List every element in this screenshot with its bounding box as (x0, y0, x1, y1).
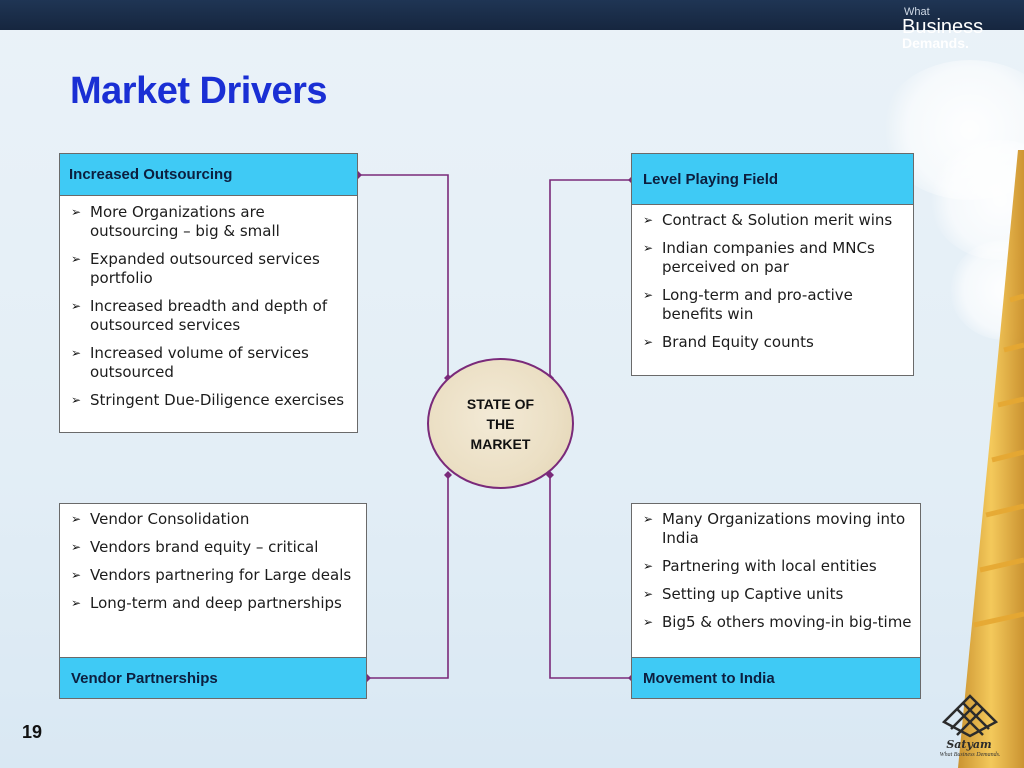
arrow-bullet-icon: ➢ (643, 241, 654, 255)
slide-title: Market Drivers (70, 70, 328, 112)
level-playing-field-box: ➢Contract & Solution merit wins ➢Indian … (631, 204, 914, 376)
page-number: 19 (22, 722, 43, 742)
arrow-bullet-icon: ➢ (643, 587, 654, 601)
movement-to-india-box: ➢Many Organizations moving into India ➢P… (631, 503, 921, 658)
level-playing-field-header: Level Playing Field (631, 153, 914, 205)
arrow-bullet-icon: ➢ (71, 205, 82, 219)
bullet-item: ➢Setting up Captive units (643, 585, 844, 603)
vendor-partnerships-header: Vendor Partnerships (59, 657, 367, 699)
arrow-bullet-icon: ➢ (643, 288, 654, 302)
bullet-item: ➢Partnering with local entities (643, 557, 877, 575)
arrow-bullet-icon: ➢ (71, 393, 82, 407)
bullet-item: ➢Brand Equity counts (643, 333, 814, 351)
top-bar (0, 0, 1024, 30)
vendor-partnerships-box: ➢Vendor Consolidation ➢Vendors brand equ… (59, 503, 367, 658)
brand-tagline: What Business Demands. (902, 6, 1012, 50)
logo-name: Satyam (946, 738, 992, 751)
arrow-bullet-icon: ➢ (643, 615, 654, 629)
bullet-item: ➢Indian companies and MNCs perceived on … (643, 239, 875, 276)
bullet-item: ➢Long-term and deep partnerships (71, 594, 342, 612)
bullet-item: ➢Many Organizations moving into India (643, 510, 906, 547)
satyam-logo: Satyam What Business Demands. (930, 692, 1010, 762)
arrow-bullet-icon: ➢ (71, 512, 82, 526)
state-of-market-label: STATE OF THE MARKET (466, 395, 535, 452)
arrow-bullet-icon: ➢ (71, 568, 82, 582)
arrow-bullet-icon: ➢ (71, 596, 82, 610)
bullet-item: ➢Big5 & others moving-in big-time (643, 613, 912, 631)
bullet-item: ➢Increased volume of services outsourced (71, 344, 309, 381)
arrow-bullet-icon: ➢ (643, 559, 654, 573)
brand-what: What (904, 6, 930, 18)
increased-outsourcing-header: Increased Outsourcing (59, 153, 358, 196)
brand-demands: Demands. (902, 35, 969, 51)
arrow-bullet-icon: ➢ (71, 540, 82, 554)
bullet-item: ➢Vendors partnering for Large deals (71, 566, 352, 584)
arrow-bullet-icon: ➢ (643, 512, 654, 526)
state-of-market-circle: STATE OF THE MARKET (427, 358, 574, 489)
bullet-item: ➢Vendor Consolidation (71, 510, 250, 528)
arrow-bullet-icon: ➢ (643, 213, 654, 227)
satyam-logo-mark-icon (941, 694, 999, 738)
arrow-bullet-icon: ➢ (643, 335, 654, 349)
logo-tagline: What Business Demands. (939, 752, 1001, 758)
bullet-item: ➢Vendors brand equity – critical (71, 538, 319, 556)
bullet-item: ➢Stringent Due-Diligence exercises (71, 391, 345, 409)
movement-to-india-header: Movement to India (631, 657, 921, 699)
brand-business: Business (902, 16, 984, 38)
bullet-item: ➢Contract & Solution merit wins (643, 211, 893, 229)
arrow-bullet-icon: ➢ (71, 252, 82, 266)
increased-outsourcing-box: ➢More Organizations are outsourcing – bi… (59, 195, 358, 433)
bullet-item: ➢Expanded outsourced services portfolio (71, 250, 320, 287)
bullet-item: ➢Increased breadth and depth of outsourc… (71, 297, 328, 334)
bullet-item: ➢More Organizations are outsourcing – bi… (71, 203, 280, 240)
arrow-bullet-icon: ➢ (71, 299, 82, 313)
bullet-item: ➢Long-term and pro-active benefits win (643, 286, 853, 323)
arrow-bullet-icon: ➢ (71, 346, 82, 360)
